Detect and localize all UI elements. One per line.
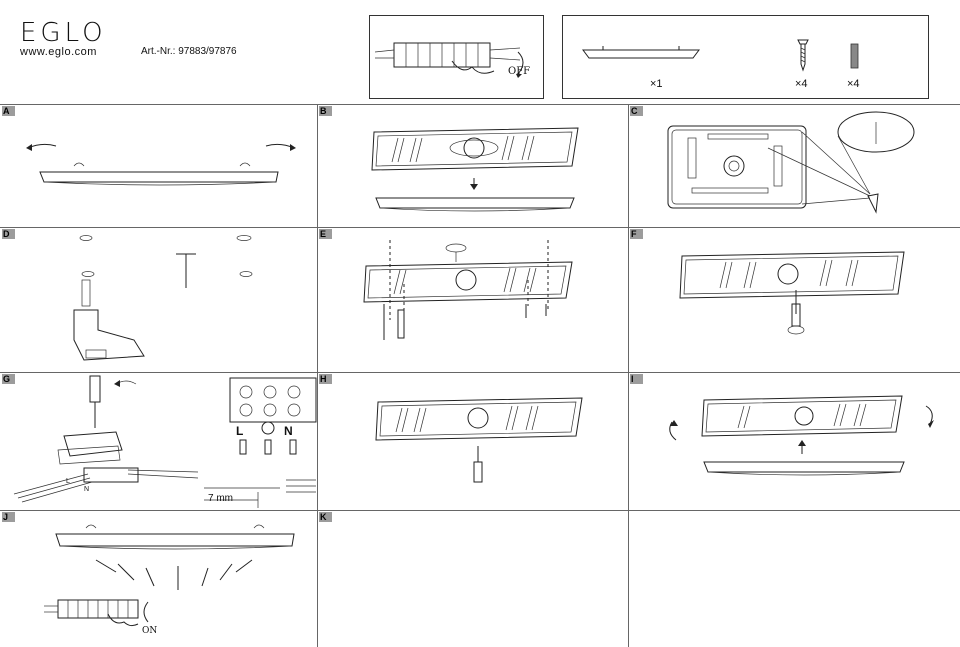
panel-label-h: H <box>319 374 332 384</box>
terminal-label-n: N <box>284 424 293 438</box>
panel-b-illustration <box>371 127 579 212</box>
panel-f-illustration <box>679 251 905 335</box>
dowel-icon <box>850 43 859 69</box>
panel-a-illustration <box>26 143 296 186</box>
panel-i-illustration <box>669 395 934 476</box>
luminaire-part-icon <box>582 46 700 59</box>
panel-j-illustration <box>44 524 295 627</box>
website-url: www.eglo.com <box>20 46 97 58</box>
terminal-label-l: L <box>236 424 244 438</box>
strip-length-label: 7 mm <box>208 493 233 504</box>
panel-label-i: I <box>630 374 643 384</box>
grid-divider <box>0 372 960 373</box>
panel-g-illustration <box>13 375 317 508</box>
panel-label-d: D <box>2 229 15 239</box>
panel-d-illustration <box>73 235 253 361</box>
grid-divider <box>628 104 629 647</box>
brand-logo: EGLO <box>20 18 107 48</box>
panel-label-j: J <box>2 512 15 522</box>
power-off-box: OFF <box>369 15 544 99</box>
panel-c-illustration <box>667 111 915 214</box>
luminaire-qty: ×1 <box>650 78 663 90</box>
panel-label-c: C <box>630 106 643 116</box>
grid-divider <box>0 104 960 105</box>
panel-e-illustration <box>363 240 573 340</box>
panel-label-g: G <box>2 374 15 384</box>
grid-divider <box>0 510 960 511</box>
panel-label-b: B <box>319 106 332 116</box>
dowel-qty: ×4 <box>847 78 860 90</box>
parts-box: ×1 ×4 ×4 <box>562 15 929 99</box>
power-off-label: OFF <box>508 66 531 77</box>
grid-divider <box>0 227 960 228</box>
panel-label-e: E <box>319 229 332 239</box>
power-off-icon <box>374 42 524 78</box>
panel-label-a: A <box>2 106 15 116</box>
panel-label-k: K <box>319 512 332 522</box>
panel-h-illustration <box>375 397 583 483</box>
screw-icon <box>797 39 809 72</box>
wire-label-l-small: L <box>66 478 70 485</box>
article-number: Art.-Nr.: 97883/97876 <box>141 46 237 57</box>
panel-label-f: F <box>630 229 643 239</box>
screw-qty: ×4 <box>795 78 808 90</box>
grid-divider <box>317 104 318 647</box>
wire-label-n-small: N <box>84 486 90 493</box>
power-on-label: ON <box>142 626 158 636</box>
